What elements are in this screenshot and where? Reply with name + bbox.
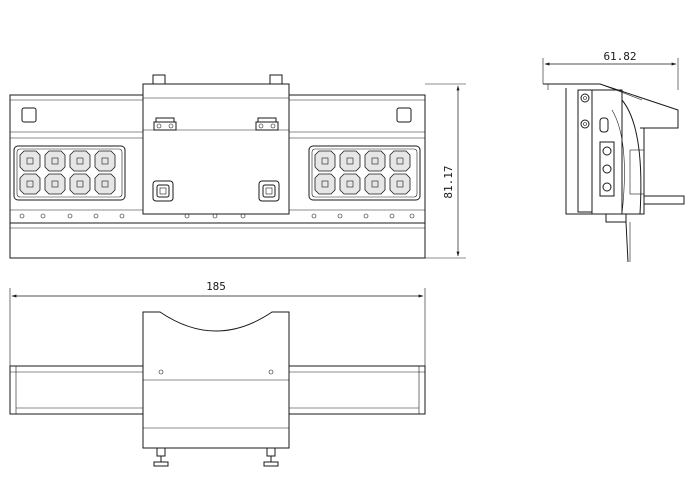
foot-left <box>153 447 169 467</box>
latch-left <box>153 117 177 131</box>
screw <box>40 213 46 219</box>
led-cell <box>69 150 91 172</box>
screw <box>212 213 218 219</box>
side-screw-mid <box>580 119 590 129</box>
led-cell <box>389 173 411 195</box>
screw-row <box>19 213 415 219</box>
led-cell <box>19 150 41 172</box>
corner-indicator-left <box>21 107 37 123</box>
led-cell <box>19 173 41 195</box>
base-bar <box>9 222 426 259</box>
led-module-left <box>13 145 126 201</box>
center-housing <box>142 83 290 215</box>
screw <box>240 213 246 219</box>
cable <box>625 221 629 263</box>
top-view: 185 <box>9 280 426 467</box>
screw <box>311 213 317 219</box>
led-cell <box>44 173 66 195</box>
led-cell <box>94 150 116 172</box>
latch-right <box>255 117 279 131</box>
led-cell <box>389 150 411 172</box>
led-cell <box>94 173 116 195</box>
width-dimension-label: 185 <box>206 280 226 293</box>
screw <box>389 213 395 219</box>
connector-left <box>152 180 174 202</box>
depth-dimension-label: 61.82 <box>603 50 636 63</box>
led-module-right <box>308 145 421 201</box>
corner-indicator-right <box>396 107 412 123</box>
front-view <box>9 74 426 259</box>
led-cell <box>44 150 66 172</box>
screw <box>67 213 73 219</box>
screw <box>409 213 415 219</box>
screw <box>363 213 369 219</box>
side-screw-top <box>580 93 590 103</box>
screw <box>93 213 99 219</box>
side-view: 61.82 <box>542 50 685 263</box>
led-cell <box>314 150 336 172</box>
height-dimension: 81.17 <box>425 83 466 259</box>
connector-right <box>258 180 280 202</box>
screw <box>184 213 190 219</box>
screw <box>19 213 25 219</box>
led-cell <box>339 173 361 195</box>
height-dimension-label: 81.17 <box>442 165 455 198</box>
led-cell <box>69 173 91 195</box>
led-cell <box>364 173 386 195</box>
foot-right <box>263 447 279 467</box>
led-cell <box>364 150 386 172</box>
led-cell <box>339 150 361 172</box>
screw <box>119 213 125 219</box>
led-cell <box>314 173 336 195</box>
screw <box>337 213 343 219</box>
